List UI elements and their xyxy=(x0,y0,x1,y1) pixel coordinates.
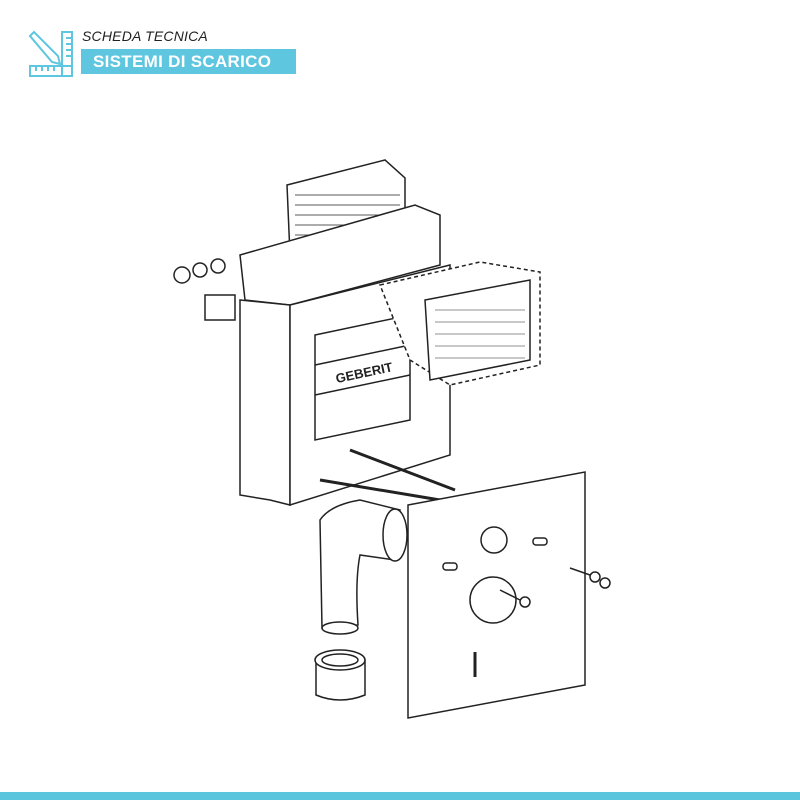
fixing-screw xyxy=(500,568,590,600)
connector-sleeve xyxy=(316,660,365,700)
header-subtitle: SCHEDA TECNICA xyxy=(82,28,208,44)
front-panel xyxy=(315,315,410,440)
drain-elbow xyxy=(320,500,400,628)
threaded-rods xyxy=(320,450,455,500)
installation-frame-diagram: GEBERIT xyxy=(150,140,630,730)
valve-fitting xyxy=(174,267,190,283)
bracket xyxy=(205,295,235,320)
header-title: SISTEMI DI SCARICO xyxy=(81,49,296,74)
bottom-accent-bar xyxy=(0,792,800,800)
pencil-ruler-icon xyxy=(28,30,73,77)
mounting-frame xyxy=(240,300,290,505)
